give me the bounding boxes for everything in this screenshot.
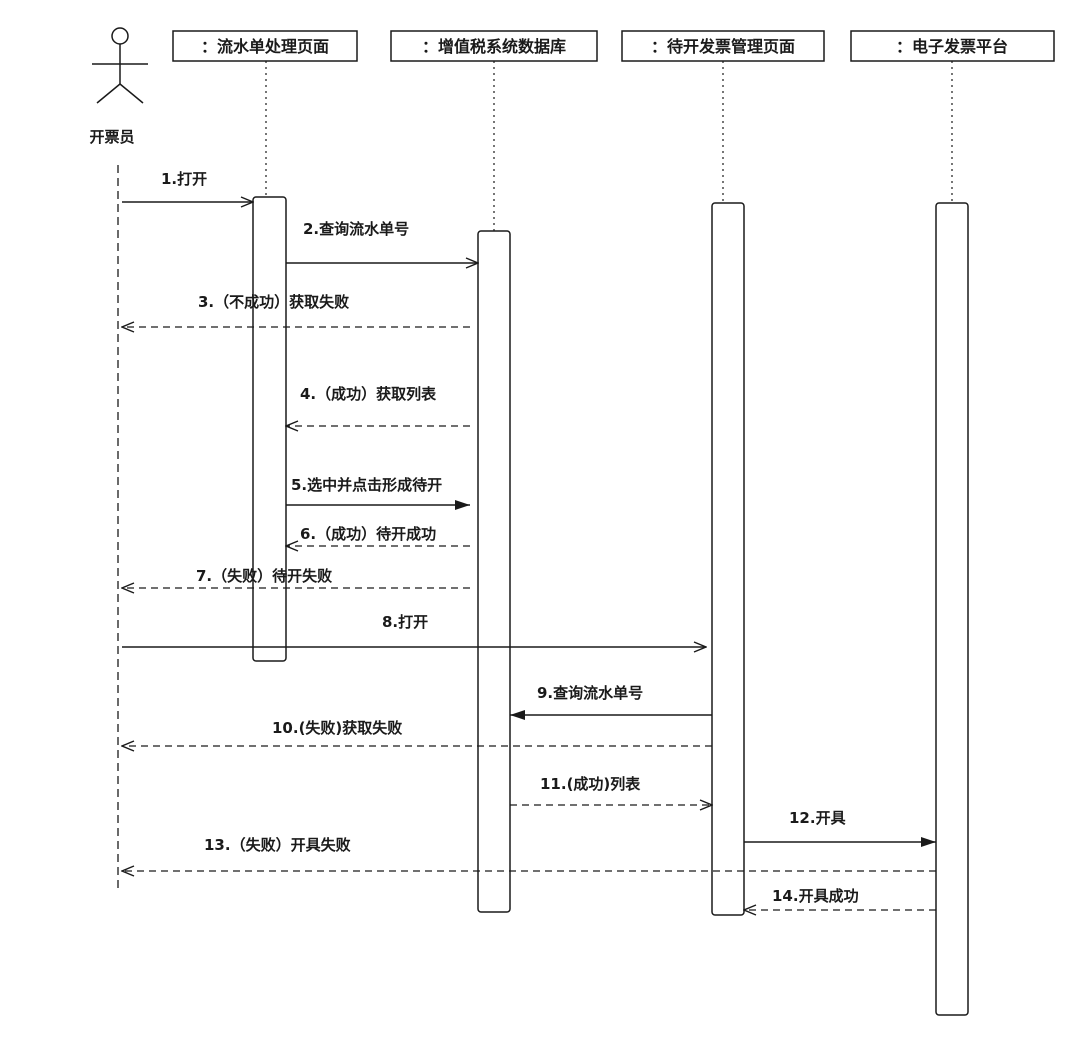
activation-bar-e-invoice-platform xyxy=(935,202,969,1016)
message-label: 13.（失败）开具失败 xyxy=(204,836,351,854)
participant-label: ：待开发票管理页面 xyxy=(651,37,795,56)
message-label: 12.开具 xyxy=(789,809,846,827)
message-10: 10.(失败)获取失败 xyxy=(122,719,712,746)
message-label: 8.打开 xyxy=(382,613,428,631)
participant-box xyxy=(621,30,825,62)
message-7: 7.（失败）待开失败 xyxy=(122,567,470,588)
message-label: 7.（失败）待开失败 xyxy=(196,567,332,585)
participant-vat-database: ：增值税系统数据库 xyxy=(390,30,598,62)
message-label: 1.打开 xyxy=(161,170,207,188)
message-8: 8.打开 xyxy=(122,613,706,647)
activation-bar-vat-database xyxy=(477,230,511,913)
message-label: 10.(失败)获取失败 xyxy=(272,719,402,737)
participant-flow-page: ：流水单处理页面 xyxy=(172,30,358,62)
message-6: 6.（成功）待开成功 xyxy=(286,525,470,546)
message-label: 5.选中并点击形成待开 xyxy=(291,476,442,494)
message-5: 5.选中并点击形成待开 xyxy=(286,476,470,510)
message-13: 13.（失败）开具失败 xyxy=(122,836,936,871)
message-2: 2.查询流水单号 xyxy=(286,220,478,263)
message-4: 4.（成功）获取列表 xyxy=(286,385,470,426)
activation-bar-pending-invoice-page xyxy=(711,202,745,916)
message-label: 2.查询流水单号 xyxy=(303,220,409,238)
message-12: 12.开具 xyxy=(744,809,936,847)
participant-e-invoice-platform: ：电子发票平台 xyxy=(850,30,1055,62)
message-9: 9.查询流水单号 xyxy=(510,684,712,720)
participant-pending-invoice-page: ：待开发票管理页面 xyxy=(621,30,825,62)
message-label: 14.开具成功 xyxy=(772,887,859,905)
message-1: 1.打开 xyxy=(122,170,253,202)
message-label: 6.（成功）待开成功 xyxy=(300,525,436,543)
message-label: 11.(成功)列表 xyxy=(540,775,641,793)
participant-box xyxy=(850,30,1055,62)
message-label: 9.查询流水单号 xyxy=(537,684,643,702)
actor-operator: 开票员 xyxy=(89,27,148,146)
actor-label: 开票员 xyxy=(89,128,134,146)
stick-figure-icon xyxy=(92,27,148,104)
message-14: 14.开具成功 xyxy=(744,887,936,910)
message-label: 3.（不成功）获取失败 xyxy=(198,293,349,311)
participant-label: ：电子发票平台 xyxy=(896,37,1008,56)
participant-label: ：流水单处理页面 xyxy=(201,37,329,56)
participant-label: ：增值税系统数据库 xyxy=(422,37,566,56)
message-label: 4.（成功）获取列表 xyxy=(300,385,437,403)
message-3: 3.（不成功）获取失败 xyxy=(122,293,470,327)
message-11: 11.(成功)列表 xyxy=(510,775,712,805)
activation-bar-flow-page xyxy=(252,196,287,662)
participant-box xyxy=(172,30,358,62)
